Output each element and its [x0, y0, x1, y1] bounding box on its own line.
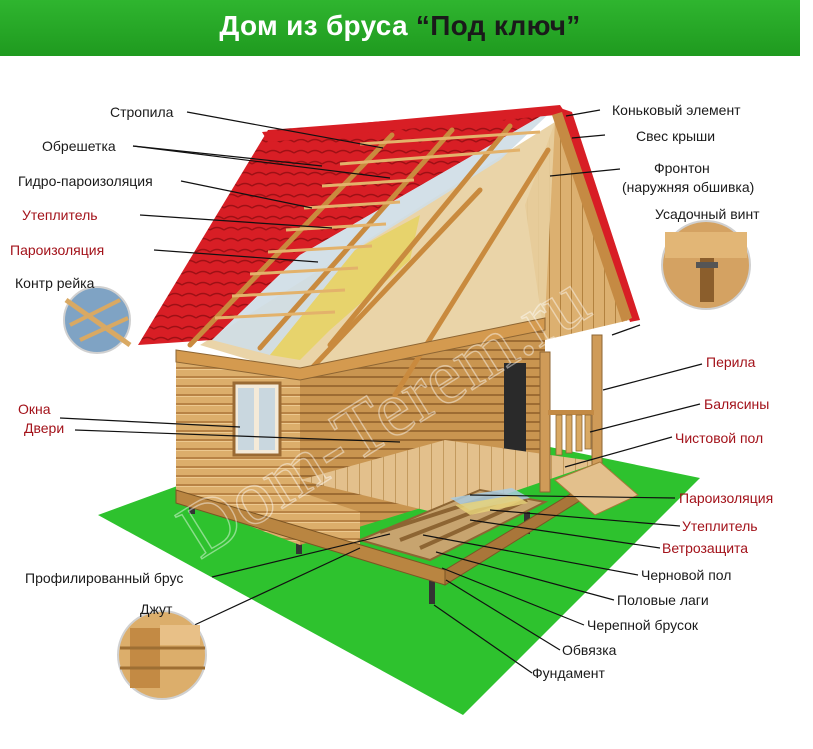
label-insulation-roof: Утеплитель — [22, 207, 98, 223]
title-main: Дом из бруса — [219, 10, 416, 41]
leader-lines — [59, 109, 703, 674]
label-rafters: Стропила — [110, 104, 174, 120]
label-vapor-barrier-roof: Пароизоляция — [10, 242, 105, 258]
balusters — [548, 410, 594, 456]
label-windows: Окна — [18, 401, 51, 417]
label-counter-batten: Контр рейка — [15, 275, 95, 291]
label-finish-floor: Чистовой пол — [675, 430, 764, 446]
attic-floor-beam — [175, 317, 546, 381]
label-shrink-screw: Усадочный винт — [655, 206, 760, 222]
label-strapping: Обвязка — [562, 642, 617, 658]
label-vapor-barrier-floor: Пароизоляция — [679, 490, 774, 506]
label-profiled-beam: Профилированный брус — [25, 570, 184, 586]
label-doors: Двери — [24, 420, 65, 436]
roof-insulation — [270, 215, 420, 360]
label-foundation: Фундамент — [532, 665, 605, 681]
inset-shrink-screw — [661, 220, 751, 310]
label-rough-floor: Черновой пол — [641, 567, 732, 583]
label-jute: Джут — [140, 601, 173, 617]
label-ridge: Коньковый элемент — [612, 102, 741, 118]
roof-overhang-right — [560, 108, 640, 322]
rafters — [187, 123, 551, 398]
window — [232, 381, 282, 457]
title-banner: Дом из бруса “Под ключ” — [0, 0, 800, 56]
label-wind-barrier: Ветрозащита — [662, 540, 749, 556]
label-battens: Обрешетка — [42, 138, 116, 154]
ridge-element — [262, 105, 566, 142]
porch-steps — [554, 461, 639, 516]
label-insulation-floor: Утеплитель — [682, 518, 758, 534]
label-gable-line2: (наружняя обшивка) — [622, 179, 755, 195]
label-cranial-bar: Черепной брусок — [587, 617, 699, 633]
label-gable-line1: Фронтон — [654, 160, 710, 176]
label-floor-joists: Половые лаги — [617, 592, 709, 608]
porch-floor — [300, 440, 600, 515]
label-balusters: Балясины — [704, 396, 770, 412]
battens — [214, 130, 541, 320]
label-railing: Перила — [706, 354, 756, 370]
page-title: Дом из бруса “Под ключ” — [0, 10, 800, 42]
label-roof-overhang: Свес крыши — [636, 128, 716, 144]
floor-frame — [356, 488, 549, 562]
roof-overhang-board — [552, 112, 632, 322]
inset-jute — [117, 610, 207, 700]
inset-counter-batten — [63, 286, 132, 354]
label-hydro-vapor-barrier: Гидро-пароизоляция — [18, 173, 153, 189]
title-quoted: “Под ключ” — [415, 10, 581, 41]
door — [504, 363, 526, 453]
